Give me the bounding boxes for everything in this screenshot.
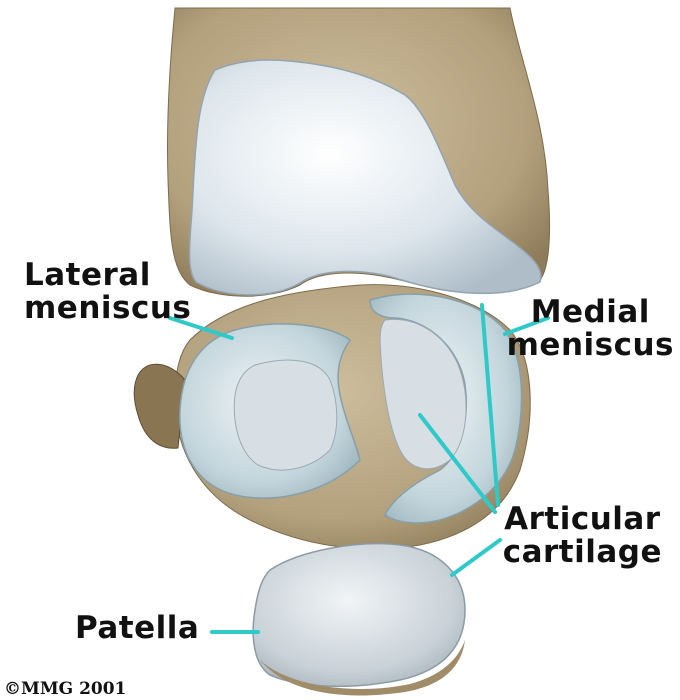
label-artic-line-2: cartilage: [503, 536, 662, 569]
label-medial-line-2: meniscus: [507, 329, 674, 362]
pointer-cartilage-patella: [452, 540, 500, 575]
label-medial-line-1: Medial: [507, 296, 674, 329]
fibula: [134, 364, 185, 448]
label-lateral-line-1: Lateral: [24, 259, 191, 292]
label-artic-line-1: Articular: [503, 503, 662, 536]
label-medial-meniscus: Medial meniscus: [507, 296, 674, 362]
label-lateral-meniscus: Lateral meniscus: [24, 259, 191, 325]
copyright-notice: ©MMG 2001: [4, 679, 126, 699]
patella: [253, 544, 465, 687]
label-lateral-line-2: meniscus: [24, 292, 191, 325]
label-patella: Patella: [75, 612, 199, 645]
label-articular-cartilage: Articular cartilage: [503, 503, 662, 569]
lateral-tibial-cartilage: [234, 360, 336, 470]
